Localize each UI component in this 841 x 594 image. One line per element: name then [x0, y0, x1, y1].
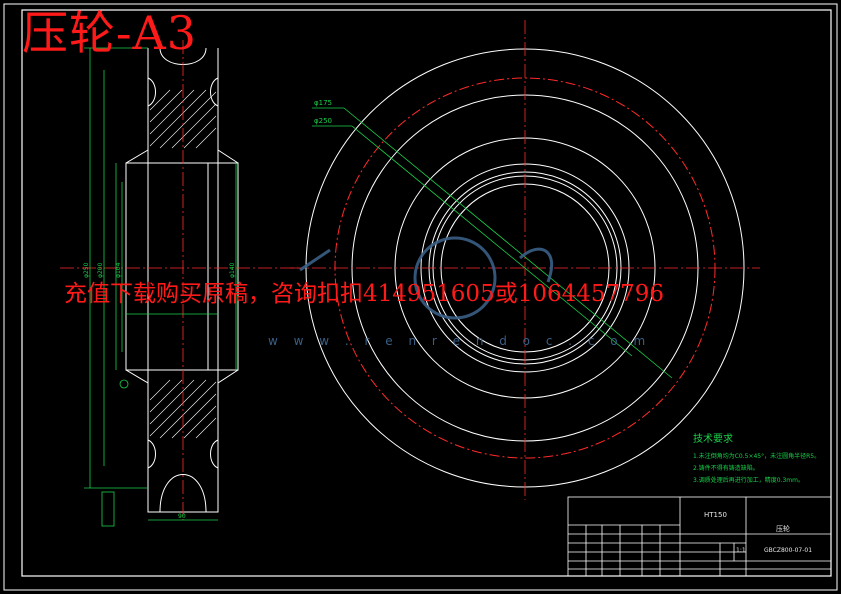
dim-front-175: φ175 — [314, 99, 332, 107]
requirements-heading: 技术要求 — [693, 434, 733, 445]
side-dimension-lines — [84, 47, 237, 527]
side-dimension-text: φ250 φ200 φ104 φ140 90 — [83, 262, 236, 520]
dim-front-250: φ250 — [314, 117, 332, 125]
requirement-line: 1.未注倒角均为C0.5×45°，未注圆角半径R5。 — [693, 453, 821, 460]
dim-side-width: 90 — [178, 513, 186, 520]
requirement-line: 3.调质处理后再进行加工，精度0.3mm。 — [693, 477, 804, 484]
dim-side-140: φ140 — [229, 262, 236, 278]
title-block-material: HT150 — [704, 511, 727, 519]
section-hatch — [149, 89, 217, 439]
title-block-drawing-no: GBCZ800-07-01 — [764, 547, 813, 554]
front-dimension-text: φ175 φ250 — [314, 99, 332, 125]
technical-requirements: 技术要求 1.未注倒角均为C0.5×45°，未注圆角半径R5。 2.铸件不得有铸… — [693, 430, 820, 487]
inner-frame — [21, 9, 832, 577]
front-dimension-leaders — [312, 107, 673, 379]
dim-side-200: φ200 — [97, 262, 104, 278]
side-section-view — [125, 47, 239, 513]
title-block-scale: 1:1 — [736, 547, 746, 554]
watermark-text: 充值下载购买原稿，咨询扣扣414951605或1064457796 — [64, 281, 665, 307]
dim-side-250: φ250 — [83, 262, 90, 278]
watermark-url: w w w . r e n r e n d o c . c o m — [268, 334, 652, 348]
outer-frame — [3, 3, 838, 591]
drawing-title: 压轮-A3 — [22, 6, 198, 60]
title-block-part-name: 压轮 — [776, 525, 790, 533]
title-block — [567, 496, 832, 577]
requirement-line: 2.铸件不得有铸造缺陷。 — [693, 465, 759, 472]
watermark-logo — [299, 236, 554, 320]
dim-side-104: φ104 — [115, 262, 122, 278]
